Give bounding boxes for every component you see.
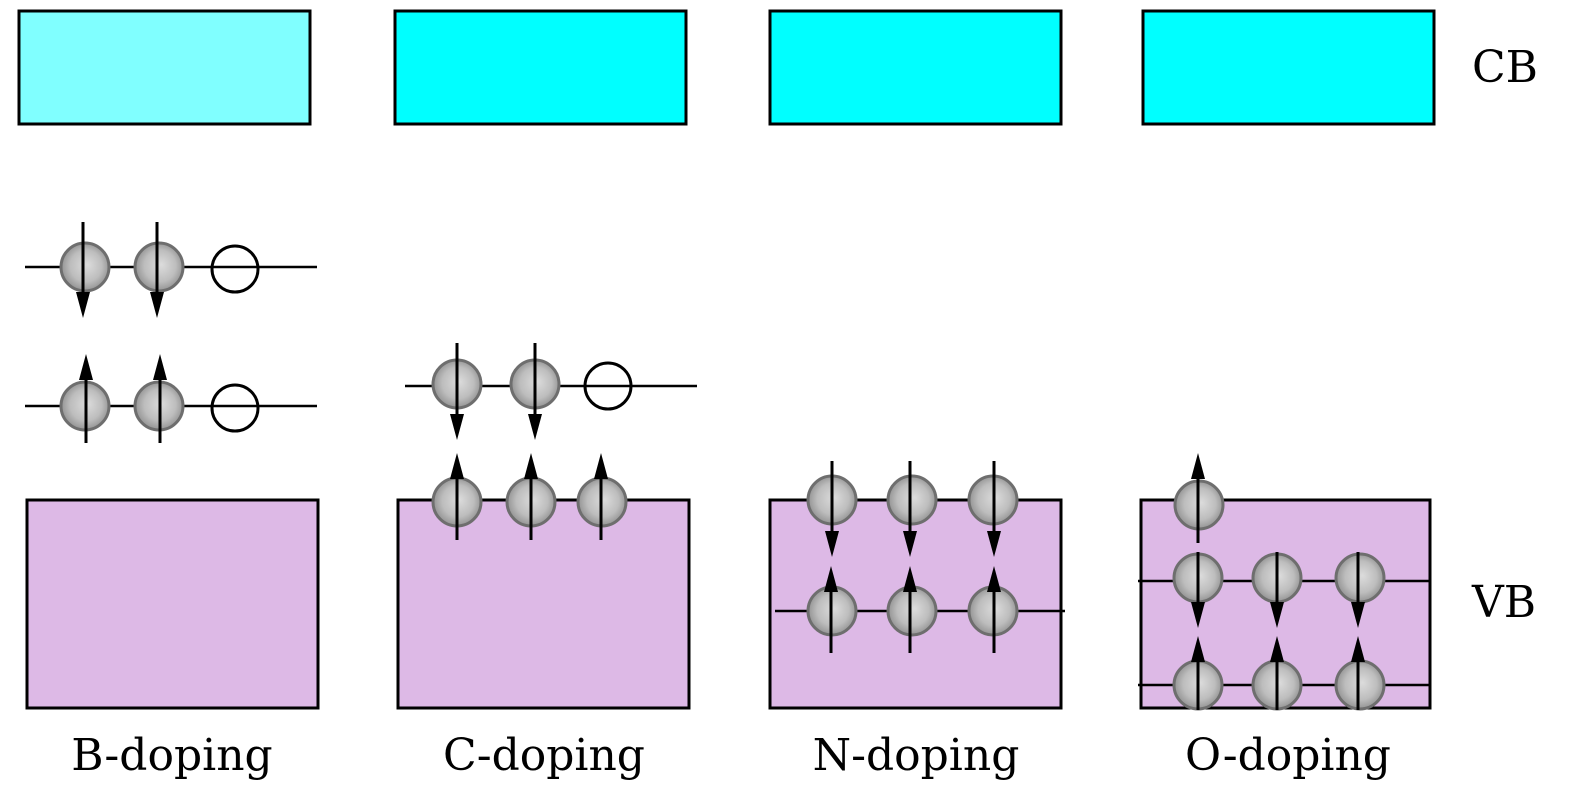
panel-label-b: B-doping: [71, 730, 272, 781]
arrowhead-icon: [79, 354, 93, 380]
arrowhead-icon: [987, 566, 1001, 592]
electron: [886, 585, 938, 637]
panel-label-n: N-doping: [813, 730, 1020, 781]
arrowhead-icon: [450, 453, 464, 479]
arrowhead-icon: [1191, 602, 1205, 628]
arrowhead-icon: [824, 566, 838, 592]
arrowhead-icon: [76, 292, 90, 318]
arrowhead-icon: [150, 292, 164, 318]
arrowhead-icon: [1270, 602, 1284, 628]
spin-arrows: [76, 222, 1365, 710]
holes: [210, 244, 633, 433]
cb-band-n: [768, 9, 1063, 126]
hole-state: [210, 244, 260, 294]
panel-label-o: O-doping: [1185, 730, 1391, 781]
hole-state: [583, 361, 633, 411]
arrowhead-icon: [1191, 636, 1205, 662]
electron: [1334, 659, 1386, 711]
hole-state: [210, 383, 260, 433]
arrowhead-icon: [153, 354, 167, 380]
arrowhead-icon: [903, 566, 917, 592]
electron: [59, 241, 111, 293]
arrowhead-icon: [528, 414, 542, 440]
arrowhead-icon: [1191, 453, 1205, 479]
arrowhead-icon: [524, 453, 538, 479]
arrowhead-icon: [1351, 636, 1365, 662]
arrowhead-icon: [450, 414, 464, 440]
cb-band-o: [1141, 9, 1436, 126]
cb-label: CB: [1472, 42, 1538, 93]
panel-label-c: C-doping: [443, 730, 645, 781]
arrowhead-icon: [1351, 602, 1365, 628]
electron: [886, 474, 938, 526]
arrowhead-icon: [1270, 636, 1284, 662]
vb-label: VB: [1471, 577, 1536, 628]
electron: [1334, 552, 1386, 604]
arrowhead-icon: [825, 531, 839, 557]
arrowhead-icon: [987, 531, 1001, 557]
arrowhead-icon: [903, 531, 917, 557]
vb-band-b: [25, 498, 320, 710]
electron: [133, 241, 185, 293]
cb-band-b: [17, 9, 312, 126]
cb-band-c: [393, 9, 688, 126]
arrowhead-icon: [594, 453, 608, 479]
vb-band-c: [396, 498, 691, 710]
